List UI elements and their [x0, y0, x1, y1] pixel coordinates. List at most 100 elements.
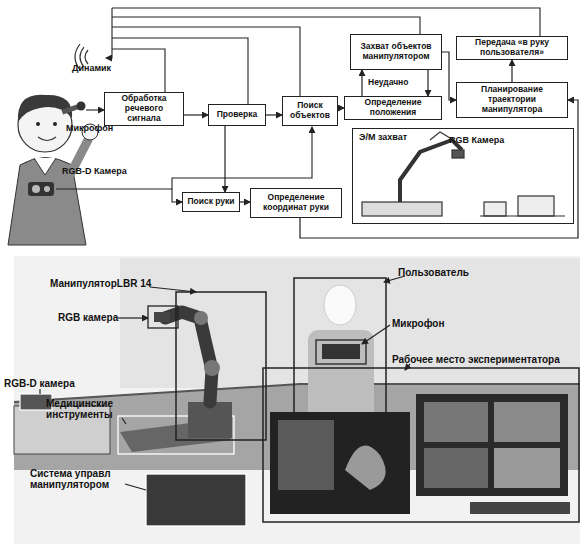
callout-label: Пользователь	[398, 267, 469, 278]
keyboard	[470, 502, 570, 514]
screen-content	[494, 402, 560, 442]
gripper-sketch	[362, 132, 565, 216]
box-label: Захват объектов манипулятором	[354, 42, 438, 62]
process-box: Поиск объектов	[282, 96, 338, 126]
photo-background	[14, 256, 580, 544]
connector-arrow	[442, 52, 456, 100]
callout-label: Рабочее место экспериментатора	[392, 354, 560, 365]
robot-arm-photo	[165, 312, 212, 402]
highlight-box	[148, 306, 178, 328]
box-label: Обработка речевого сигнала	[108, 94, 180, 123]
robot-base	[362, 202, 442, 216]
microphone-icon	[61, 102, 85, 115]
box-label: Передача «в руку пользователя»	[460, 38, 564, 58]
connector-arrow	[511, 60, 512, 82]
process-box: Передача «в руку пользователя»	[456, 36, 568, 60]
group-box: Э/М захват RGB Камера	[352, 128, 574, 224]
callout-label: Микрофон	[392, 318, 444, 329]
leader-line	[39, 389, 40, 394]
callout-label: Система управл манипулятором	[30, 468, 126, 490]
highlight-box	[146, 474, 246, 526]
box-sublabel: RGB Камера	[449, 135, 504, 145]
process-box: Поиск руки	[182, 192, 240, 212]
connector-arrow	[266, 114, 282, 115]
callout-label: МанипуляторLBR 14	[50, 278, 151, 289]
leader-line	[150, 287, 196, 292]
process-box: Планирование траектории манипулятора	[456, 82, 568, 118]
screen-content	[424, 402, 488, 442]
leader-line	[362, 325, 390, 344]
object	[518, 196, 554, 216]
box-label: Проверка	[217, 110, 258, 120]
leader-lines	[40, 276, 410, 490]
gripper	[452, 150, 464, 158]
wire-from-mic	[86, 109, 104, 110]
process-box: Определение положения	[344, 96, 442, 120]
wire-from-camera	[56, 189, 182, 202]
screen-content	[424, 448, 488, 488]
leader-line	[118, 317, 148, 318]
box-label: Определение положения	[348, 98, 438, 118]
monitor	[270, 412, 410, 514]
camera-mount	[430, 132, 450, 140]
highlight-box	[316, 340, 366, 364]
connector-arrow	[224, 126, 225, 192]
callout-label: RGB-D камера	[4, 378, 75, 389]
process-box: Определение координат руки	[250, 188, 342, 218]
camera-lens	[32, 185, 40, 193]
rgbd-camera-icon	[28, 182, 54, 196]
leader-line	[122, 418, 126, 424]
signal-wires	[56, 8, 540, 202]
callout-label: RGB камера	[58, 312, 118, 323]
photo	[14, 256, 580, 544]
monitor	[416, 394, 568, 496]
callout-label: RGB-D Камера	[62, 167, 127, 177]
wire-from-camera	[172, 127, 312, 189]
robot-joint	[204, 360, 220, 376]
process-box: Захват объектов манипулятором	[350, 34, 442, 70]
callout-label: Динамик	[72, 64, 111, 74]
screen-content	[278, 420, 334, 490]
rgb-camera-photo	[154, 312, 170, 322]
process-box: Обработка речевого сигнала	[104, 92, 184, 126]
wire-to-speaker	[106, 8, 112, 58]
process-box: Проверка	[208, 104, 266, 126]
callout-label: Микрофон	[66, 124, 113, 134]
edge-label: Неудачно	[368, 77, 408, 87]
eye	[53, 122, 57, 126]
box-label: Определение координат руки	[254, 193, 338, 213]
screen-content	[345, 445, 386, 490]
robot-arm	[400, 140, 462, 202]
leader-line	[125, 484, 146, 490]
wire	[112, 17, 420, 34]
box-label: Поиск руки	[187, 197, 234, 207]
mouth	[38, 137, 56, 141]
tablet	[322, 344, 360, 359]
control-cabinet	[146, 474, 246, 526]
callout-label: Медицинские инструменты	[46, 398, 126, 420]
connector-arrow	[427, 70, 428, 96]
mic-head	[77, 102, 86, 111]
connector-arrow	[361, 70, 362, 96]
box-label: Э/М захват	[359, 132, 407, 142]
mic-handle	[61, 104, 78, 114]
eye	[36, 122, 40, 126]
wire	[112, 8, 540, 36]
camera-body	[28, 182, 54, 196]
connector-arrow	[240, 201, 250, 202]
connector-arrow	[184, 114, 208, 115]
box-label: Поиск объектов	[286, 101, 334, 121]
object	[484, 202, 506, 216]
camera-lens	[44, 186, 50, 192]
highlight-box	[263, 368, 579, 522]
collar	[34, 158, 56, 175]
sound-arc	[85, 50, 88, 64]
table-line	[480, 215, 565, 216]
wire	[112, 49, 165, 92]
highlight-box	[176, 292, 266, 440]
screen-content	[494, 448, 560, 488]
person-head	[324, 285, 356, 325]
robot-joint	[194, 311, 208, 325]
wire	[112, 27, 300, 96]
